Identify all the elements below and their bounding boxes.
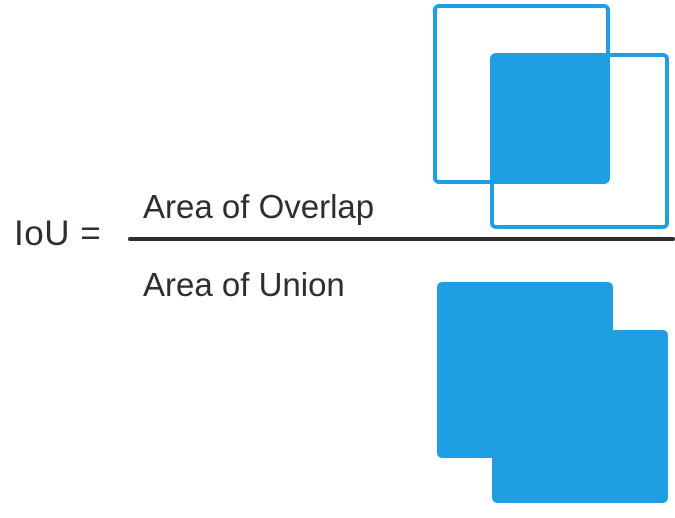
formula-denominator: Area of Union	[143, 266, 345, 303]
formula-left-hand-side: IoU =	[14, 214, 102, 253]
union-shape-fill	[437, 282, 668, 503]
formula-numerator: Area of Overlap	[143, 188, 375, 225]
overlap-diagram	[433, 4, 669, 229]
fraction-bar	[128, 237, 675, 241]
union-diagram	[437, 282, 668, 503]
overlap-intersection-fill	[492, 55, 608, 182]
